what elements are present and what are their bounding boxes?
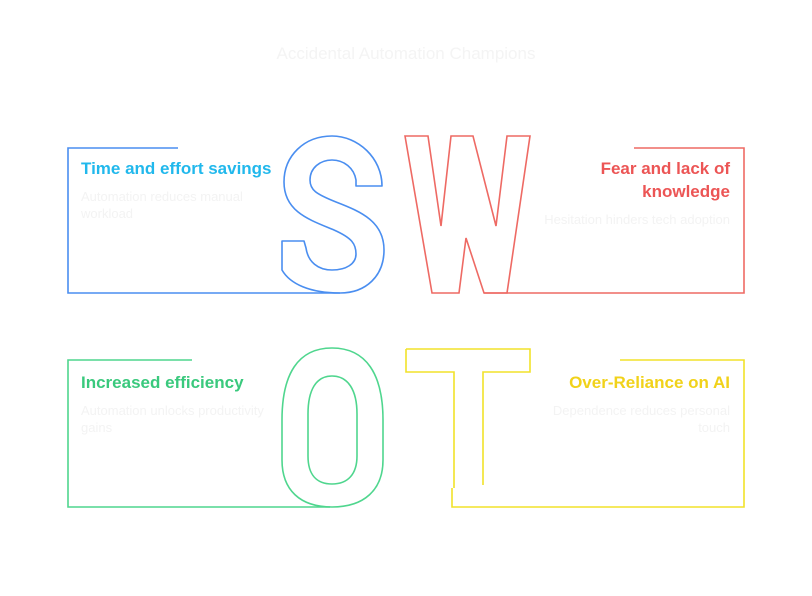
opportunities-text-block: Increased efficiency Automation unlocks … [81,371,281,436]
opportunities-frame [67,359,330,508]
letter-w-outline [404,135,531,294]
threats-heading: Over-Reliance on AI [569,373,730,392]
letter-o-outline [281,347,384,508]
opportunities-description: Automation unlocks productivity gains [81,403,264,435]
strengths-frame [67,147,340,294]
letter-t-left [405,349,455,488]
threats-frame [451,359,745,508]
letter-s-outline [281,135,385,294]
weaknesses-heading: Fear and lack of knowledge [600,159,730,201]
strengths-heading: Time and effort savings [81,159,272,178]
letter-t-outline [406,348,531,485]
strengths-text-block: Time and effort savings Automation reduc… [81,157,291,222]
weaknesses-text-block: Fear and lack of knowledge Hesitation hi… [530,157,730,228]
diagram-title: Accidental Automation Champions [276,44,536,63]
weaknesses-description: Hesitation hinders tech adoption [544,212,730,227]
opportunities-heading: Increased efficiency [81,373,244,392]
weaknesses-frame [484,147,745,294]
strengths-description: Automation reduces manual workload [81,189,243,221]
threats-description: Dependence reduces personal touch [552,403,730,435]
threats-text-block: Over-Reliance on AI Dependence reduces p… [530,371,730,436]
letter-o-inner [307,375,358,485]
